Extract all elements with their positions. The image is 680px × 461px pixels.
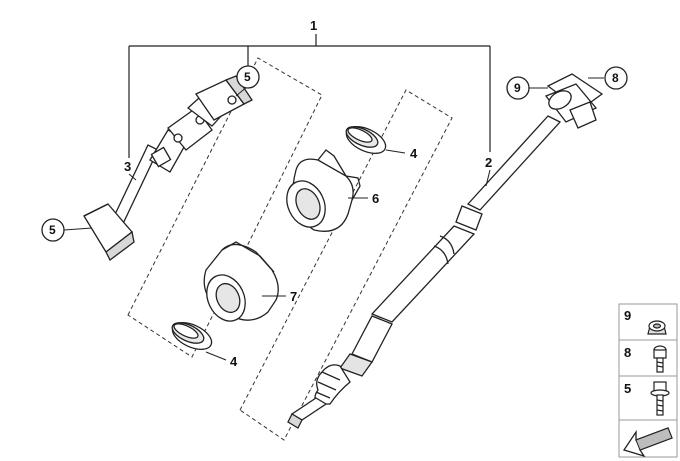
callout-label-8: 8	[612, 71, 619, 85]
legend-label-9: 9	[624, 308, 631, 323]
boot-lower	[203, 241, 279, 322]
callout-label-9: 9	[514, 81, 521, 95]
callout-bracket-1	[128, 34, 491, 158]
universal-joint-shaft	[83, 75, 253, 261]
dashed-group-boot-left	[127, 57, 323, 358]
sealing-ring-bottom	[171, 322, 213, 350]
circled-callout-9: 9	[506, 76, 530, 100]
direction-arrow-icon	[622, 427, 673, 458]
boot-upper	[286, 149, 361, 232]
callout-label-1: 1	[310, 18, 317, 33]
callout-label-2: 2	[485, 155, 492, 170]
callout-label-6: 6	[372, 191, 379, 206]
collar-bolt-icon	[650, 381, 670, 416]
legend-label-8: 8	[624, 345, 631, 360]
leader-lines	[63, 77, 604, 361]
steering-shaft	[287, 73, 604, 429]
callout-label-3: 3	[124, 159, 131, 174]
callout-label-5-top: 5	[244, 70, 251, 84]
circled-callout-5-top: 5	[236, 65, 260, 89]
bolt-icon	[653, 345, 667, 373]
sealing-ring-top	[345, 126, 387, 154]
callout-label-4-bottom: 4	[230, 354, 238, 369]
circled-callout-8: 8	[604, 66, 628, 90]
legend-label-5: 5	[624, 381, 631, 396]
fastener-legend: 9 8 5	[618, 303, 678, 458]
callout-label-4-top: 4	[410, 146, 418, 161]
callout-label-5-left: 5	[49, 223, 56, 237]
nut-icon	[647, 320, 667, 335]
callout-label-7: 7	[290, 289, 297, 304]
circled-callout-5-left: 5	[41, 218, 65, 242]
